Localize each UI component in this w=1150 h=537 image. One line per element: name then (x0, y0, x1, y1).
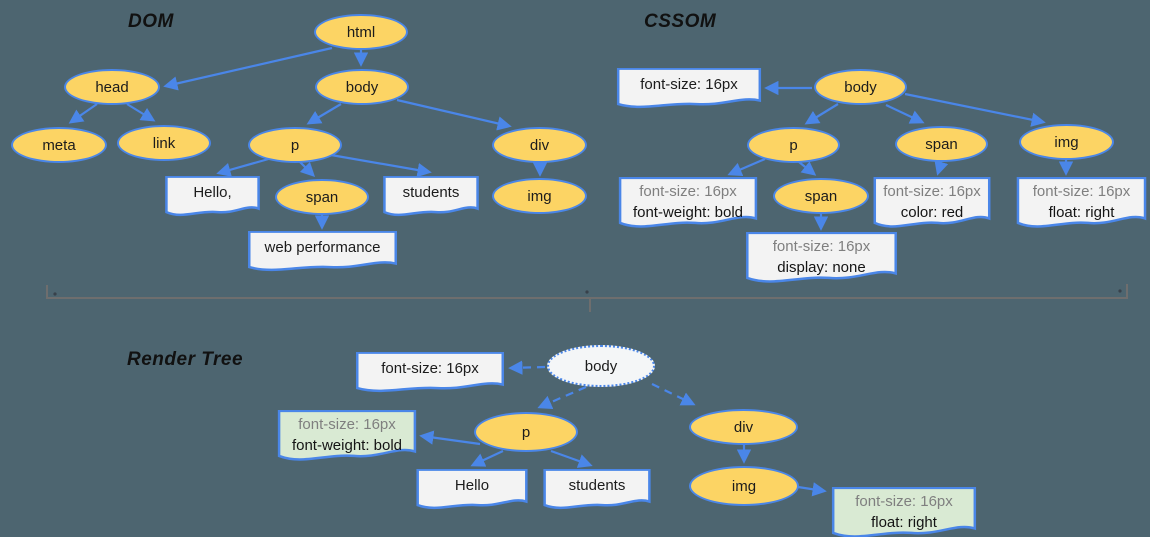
edge-head-meta (68, 103, 98, 124)
edge-render-body-p (537, 385, 587, 409)
cssom-stylebox-body: font-size: 16px (616, 68, 762, 112)
dom-node-p: p (248, 127, 342, 163)
render-node-body: body (547, 345, 655, 387)
dom-node-link: link (117, 125, 211, 161)
edge-render-p-students (550, 449, 593, 468)
edge-cssom-body-span (885, 104, 925, 124)
cssom-stylebox-p: font-size: 16px font-weight: bold (618, 177, 758, 233)
render-textbox-hello: Hello (416, 469, 528, 513)
render-textbox-students: students (543, 469, 651, 513)
cssom-stylebox-span-p: font-size: 16px display: none (745, 232, 898, 288)
edge-p-hello (216, 156, 273, 177)
dom-textbox-hello: Hello, (165, 176, 260, 220)
render-stylebox-p: font-size: 16px font-weight: bold (277, 410, 417, 466)
edge-render-p-style (419, 430, 481, 446)
edge-cssom-p-span (798, 161, 817, 176)
cssom-node-span-p: span (773, 178, 869, 214)
cssom-node-p: p (747, 127, 840, 163)
edge-p-students (330, 153, 432, 178)
cssom-stylebox-img: font-size: 16px float: right (1016, 177, 1147, 233)
edge-cssom-p-style (727, 157, 766, 177)
dom-textbox-students: students (383, 176, 479, 220)
render-stylebox-body: font-size: 16px (355, 352, 505, 396)
render-node-p: p (474, 412, 578, 452)
section-title-cssom: CSSOM (644, 11, 717, 32)
dom-node-head: head (64, 69, 160, 105)
divider-dot-left (53, 292, 57, 296)
render-node-div: div (689, 409, 798, 445)
edge-render-body-div (651, 383, 696, 406)
dom-node-span: span (275, 179, 369, 215)
section-title-render: Render Tree (127, 349, 244, 370)
dom-node-body: body (315, 69, 409, 105)
edge-render-body-style (508, 360, 546, 375)
cssom-node-span-body: span (895, 126, 988, 162)
cssom-node-body: body (814, 69, 907, 105)
divider-line (46, 284, 1128, 299)
section-title-dom: DOM (128, 11, 174, 32)
edge-cssom-span-style (934, 159, 949, 176)
edge-render-img-style (797, 482, 827, 497)
dom-node-html: html (314, 14, 408, 50)
divider-dot-center (585, 290, 589, 294)
dom-node-meta: meta (11, 127, 107, 163)
dom-textbox-web-performance: web performance (247, 231, 398, 275)
render-stylebox-img: font-size: 16px float: right (831, 487, 977, 537)
cssom-node-img: img (1019, 124, 1114, 160)
render-node-img: img (689, 466, 799, 506)
edge-render-p-hello (470, 450, 504, 467)
edge-body-p (306, 103, 342, 125)
edge-cssom-body-p (804, 103, 839, 125)
edge-html-head (163, 46, 333, 91)
dom-node-div: div (492, 127, 587, 163)
edge-cssom-body-img (904, 92, 1046, 127)
cssom-stylebox-span-body: font-size: 16px color: red (873, 177, 991, 233)
edge-head-link (126, 103, 156, 122)
edge-p-span (298, 160, 316, 178)
edge-body-div (396, 98, 512, 131)
dom-node-img: img (492, 178, 587, 214)
divider-dot-right (1118, 289, 1122, 293)
